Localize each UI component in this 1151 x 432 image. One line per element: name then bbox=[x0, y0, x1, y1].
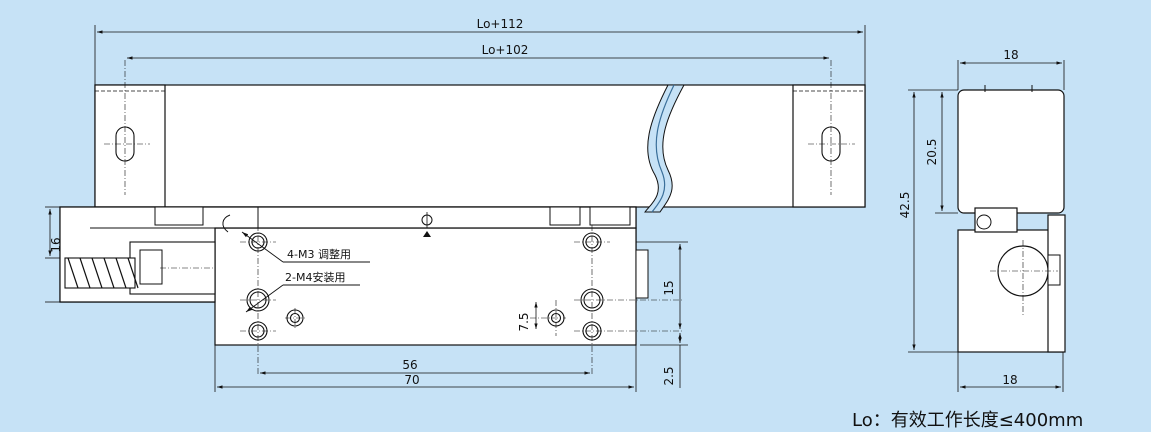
cable-spring bbox=[67, 257, 139, 289]
hole-spacing-label: 56 bbox=[402, 358, 417, 372]
mount-plates bbox=[94, 84, 866, 208]
side-upper-height-label: 20.5 bbox=[925, 139, 939, 166]
side-total-height-label: 42.5 bbox=[898, 192, 912, 219]
vertical-7-5-label: 7.5 bbox=[517, 312, 531, 331]
side-width-top-label: 18 bbox=[1003, 48, 1018, 62]
scale-body bbox=[94, 84, 866, 208]
vertical-2-5-label: 2.5 bbox=[662, 366, 676, 385]
mount-holes-note: 2-M4安装用 bbox=[285, 270, 345, 284]
vertical-15-label: 15 bbox=[662, 280, 676, 295]
side-view bbox=[957, 89, 1066, 353]
cable-height-label: 16 bbox=[49, 237, 63, 252]
reader-length-label: 70 bbox=[404, 373, 419, 387]
adjust-holes-note: 4-M3 调整用 bbox=[287, 247, 351, 261]
overall-length-label: Lo+112 bbox=[477, 17, 524, 31]
inner-length-label: Lo+102 bbox=[482, 43, 529, 57]
caption-working-length: Lo：有效工作长度≤400mm bbox=[852, 410, 1083, 431]
side-width-bottom-label: 18 bbox=[1002, 373, 1017, 387]
